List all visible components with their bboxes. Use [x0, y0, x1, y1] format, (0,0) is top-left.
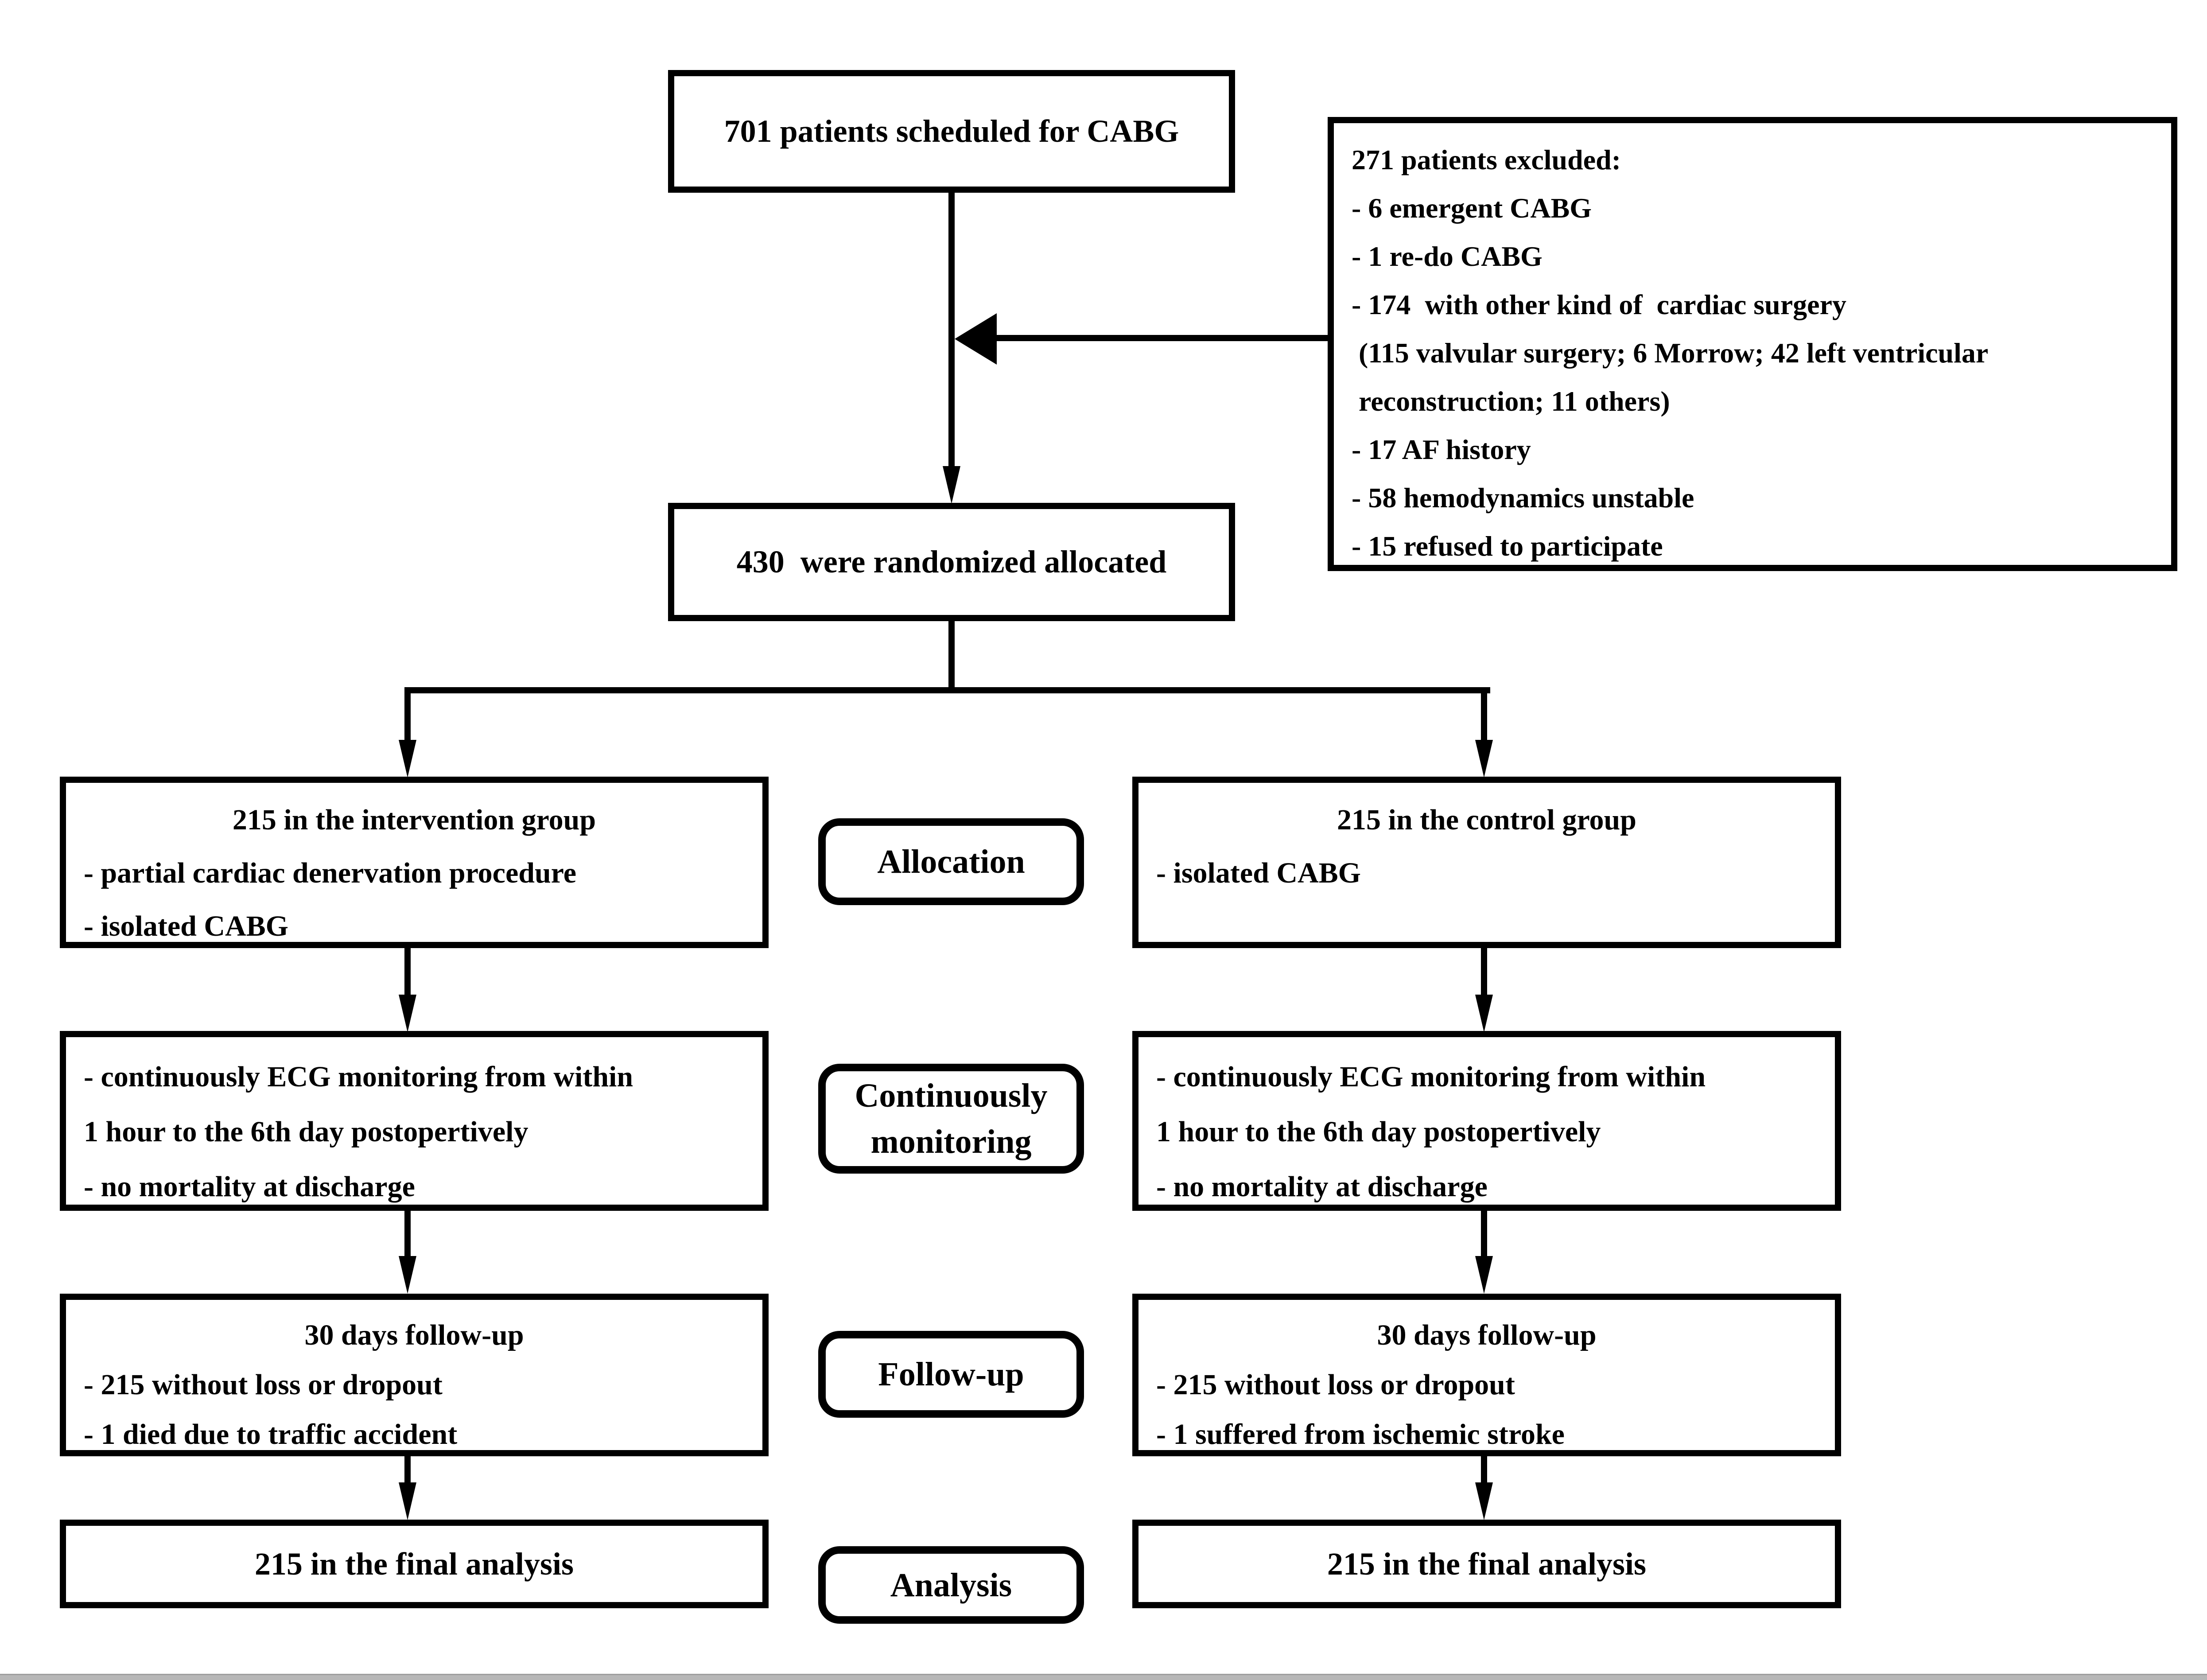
connector-intervention-monitoring-to-followup	[404, 1211, 411, 1257]
connector-control-group-to-monitoring	[1481, 948, 1487, 997]
monitoring-label-text: Continuously monitoring	[855, 1077, 1048, 1160]
arrowhead-down-icon	[1475, 1256, 1493, 1294]
intervention-followup-item: - 1 died due to traffic accident	[84, 1418, 458, 1451]
connector-intervention-group-to-monitoring	[404, 948, 411, 997]
intervention-group-title: 215 in the intervention group	[232, 804, 596, 836]
excluded-item-detail: (115 valvular surgery; 6 Morrow; 42 left…	[1352, 337, 1989, 369]
control-group-item: - isolated CABG	[1156, 857, 1361, 889]
stage-label-continuously-monitoring: Continuously monitoring	[818, 1064, 1084, 1174]
box-intervention-group: 215 in the intervention group - partial …	[60, 777, 769, 948]
box-scheduled-patients: 701 patients scheduled for CABG	[668, 70, 1235, 193]
connector-intervention-followup-to-analysis	[404, 1456, 411, 1484]
stage-label-analysis: Analysis	[818, 1546, 1084, 1624]
box-control-analysis: 215 in the final analysis	[1132, 1520, 1841, 1608]
scheduled-patients-text: 701 patients scheduled for CABG	[724, 113, 1179, 149]
control-monitoring-line: - no mortality at discharge	[1156, 1171, 1488, 1203]
control-followup-title: 30 days follow-up	[1377, 1319, 1597, 1351]
allocation-label-text: Allocation	[877, 843, 1025, 880]
box-intervention-monitoring: - continuously ECG monitoring from withi…	[60, 1031, 769, 1211]
intervention-group-item: - isolated CABG	[84, 910, 288, 942]
intervention-followup-title: 30 days follow-up	[304, 1319, 524, 1351]
control-followup-item: - 1 suffered from ischemic stroke	[1156, 1418, 1565, 1451]
excluded-item: - 58 hemodynamics unstable	[1352, 482, 1694, 513]
connector-branch-to-control	[1481, 687, 1487, 743]
followup-label-text: Follow-up	[878, 1356, 1024, 1393]
connector-branch-to-intervention	[404, 687, 411, 743]
arrowhead-down-icon	[399, 1256, 416, 1294]
box-control-monitoring: - continuously ECG monitoring from withi…	[1132, 1031, 1841, 1211]
stage-label-allocation: Allocation	[818, 818, 1084, 905]
excluded-item: - 6 emergent CABG	[1352, 192, 1592, 224]
box-control-group: 215 in the control group - isolated CABG	[1132, 777, 1841, 948]
excluded-item: - 1 re-do CABG	[1352, 241, 1543, 272]
intervention-monitoring-line: - no mortality at discharge	[84, 1171, 415, 1203]
control-followup-item: - 215 without loss or dropout	[1156, 1369, 1515, 1401]
box-randomized: 430 were randomized allocated	[668, 503, 1235, 621]
excluded-item: - 15 refused to participate	[1352, 530, 1663, 562]
analysis-label-text: Analysis	[890, 1566, 1012, 1604]
connector-control-followup-to-analysis	[1481, 1456, 1487, 1484]
arrowhead-down-icon	[1475, 1482, 1493, 1520]
window-bottom-edge	[0, 1674, 2207, 1680]
box-intervention-analysis: 215 in the final analysis	[60, 1520, 769, 1608]
arrowhead-down-icon	[399, 995, 416, 1032]
intervention-monitoring-line: - continuously ECG monitoring from withi…	[84, 1061, 633, 1093]
stage-label-followup: Follow-up	[818, 1331, 1084, 1418]
connector-excluded	[995, 335, 1328, 341]
connector-scheduled-to-randomized	[948, 193, 955, 468]
arrowhead-down-icon	[1475, 740, 1493, 778]
arrowhead-down-icon	[943, 466, 960, 504]
control-group-title: 215 in the control group	[1337, 804, 1636, 836]
control-monitoring-line: - continuously ECG monitoring from withi…	[1156, 1061, 1706, 1093]
arrowhead-left-icon	[955, 313, 997, 365]
excluded-header: 271 patients excluded:	[1352, 144, 1621, 175]
excluded-item: - 17 AF history	[1352, 434, 1531, 465]
excluded-item: - 174 with other kind of cardiac surgery	[1352, 289, 1846, 320]
intervention-analysis-text: 215 in the final analysis	[254, 1546, 574, 1582]
box-intervention-followup: 30 days follow-up - 215 without loss or …	[60, 1294, 769, 1456]
intervention-monitoring-line: 1 hour to the 6th day postopertively	[84, 1116, 528, 1148]
arrowhead-down-icon	[1475, 995, 1493, 1032]
excluded-item-detail: reconstruction; 11 others)	[1352, 385, 1670, 417]
arrowhead-down-icon	[399, 740, 416, 778]
arrowhead-down-icon	[399, 1482, 416, 1520]
intervention-group-item: - partial cardiac denervation procedure	[84, 857, 577, 889]
connector-branch-horizontal	[404, 687, 1490, 693]
connector-control-monitoring-to-followup	[1481, 1211, 1487, 1257]
control-monitoring-line: 1 hour to the 6th day postopertively	[1156, 1116, 1601, 1148]
connector-randomized-to-branch	[948, 621, 955, 690]
intervention-followup-item: - 215 without loss or dropout	[84, 1369, 443, 1401]
box-control-followup: 30 days follow-up - 215 without loss or …	[1132, 1294, 1841, 1456]
randomized-text: 430 were randomized allocated	[736, 544, 1167, 579]
control-analysis-text: 215 in the final analysis	[1327, 1546, 1647, 1582]
box-excluded-patients: 271 patients excluded: - 6 emergent CABG…	[1328, 117, 2177, 571]
